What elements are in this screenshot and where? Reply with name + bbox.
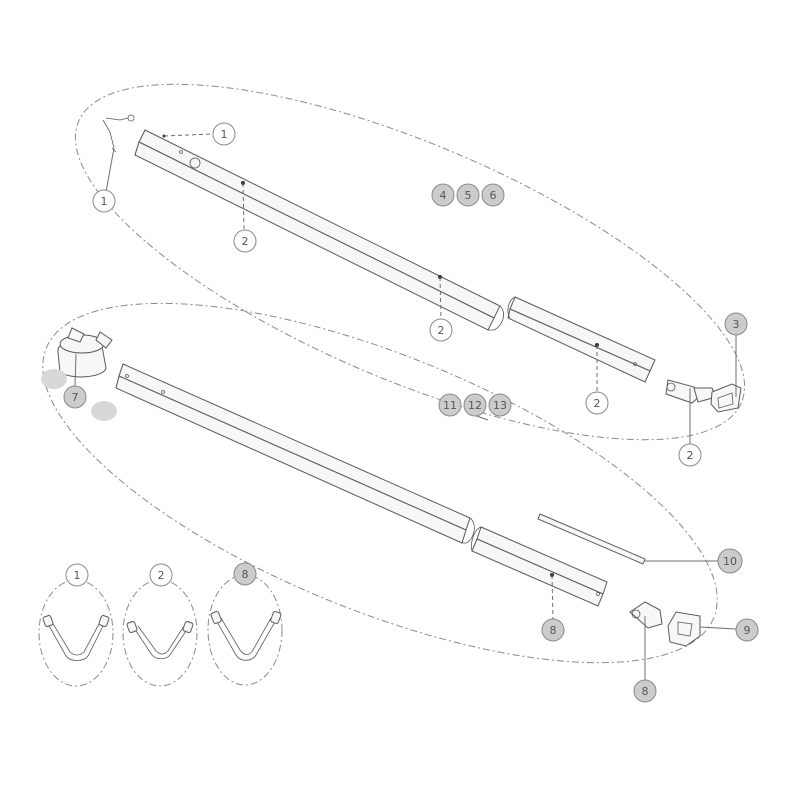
svg-text:2: 2 xyxy=(438,324,445,337)
svg-text:1: 1 xyxy=(74,569,81,582)
lower-rail-short xyxy=(471,526,608,607)
svg-text:11: 11 xyxy=(443,399,457,412)
lower-rail-long xyxy=(115,363,475,544)
leader-1a xyxy=(163,133,213,137)
strip-part xyxy=(537,513,646,565)
cable-part xyxy=(102,114,135,153)
svg-text:8: 8 xyxy=(550,624,557,637)
leader-7 xyxy=(74,353,77,387)
callout-1-cable: 1 xyxy=(92,189,116,213)
svg-text:8: 8 xyxy=(242,568,249,581)
svg-text:1: 1 xyxy=(101,195,108,208)
svg-text:1: 1 xyxy=(221,128,228,141)
svg-text:2: 2 xyxy=(158,569,165,582)
callout-1-rail: 1 xyxy=(212,122,236,146)
svg-text:6: 6 xyxy=(490,189,497,202)
callout-5: 5 xyxy=(456,183,480,207)
callout-8-a: 8 xyxy=(541,618,565,642)
callout-9: 9 xyxy=(735,618,759,642)
svg-text:9: 9 xyxy=(744,624,751,637)
upper-group-outline xyxy=(74,83,746,441)
ghost-ring-right xyxy=(91,401,117,421)
callout-4: 4 xyxy=(431,183,455,207)
svg-text:4: 4 xyxy=(440,189,447,202)
callout-8-b: 8 xyxy=(633,679,657,703)
svg-text:5: 5 xyxy=(465,189,472,202)
callout-12: 12 xyxy=(463,393,487,417)
callout-2-a: 2 xyxy=(233,229,257,253)
upper-rail-short xyxy=(507,296,656,383)
upper-end-cap xyxy=(710,383,742,413)
callout-7: 7 xyxy=(63,385,87,409)
svg-text:12: 12 xyxy=(468,399,482,412)
lower-end-pin xyxy=(629,601,663,629)
callout-13: 13 xyxy=(488,393,512,417)
svg-text:3: 3 xyxy=(733,318,740,331)
callout-2-d: 2 xyxy=(678,443,702,467)
svg-text:2: 2 xyxy=(687,449,694,462)
leader-2a xyxy=(242,182,245,231)
upper-rail-long xyxy=(134,129,504,331)
detail-view-1: 1 xyxy=(38,563,114,687)
callout-2-b: 2 xyxy=(429,318,453,342)
callout-6: 6 xyxy=(481,183,505,207)
lower-end-cap xyxy=(667,611,701,647)
svg-text:2: 2 xyxy=(594,397,601,410)
ghost-ring-left xyxy=(41,369,67,389)
leader-9 xyxy=(699,626,737,630)
detail-view-8: 8 xyxy=(207,562,283,686)
svg-text:8: 8 xyxy=(642,685,649,698)
callout-11: 11 xyxy=(438,393,462,417)
svg-text:2: 2 xyxy=(242,235,249,248)
lower-group-outline xyxy=(42,302,718,664)
callout-2-c: 2 xyxy=(585,391,609,415)
leader-2b xyxy=(439,276,442,321)
clamp-ring xyxy=(57,327,113,378)
callout-3: 3 xyxy=(724,312,748,336)
svg-text:7: 7 xyxy=(72,391,79,404)
svg-text:10: 10 xyxy=(723,555,737,568)
detail-view-2: 2 xyxy=(122,563,198,687)
upper-end-pin xyxy=(665,379,717,404)
svg-text:13: 13 xyxy=(493,399,507,412)
callout-10: 10 xyxy=(717,548,743,574)
leader-8a xyxy=(551,574,554,620)
leader-1b xyxy=(105,147,115,193)
